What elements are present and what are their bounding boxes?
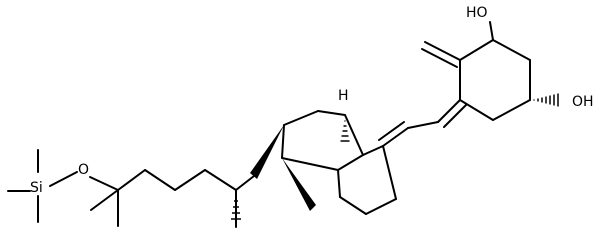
bond-o-si	[49, 171, 78, 187]
bond	[459, 99, 494, 121]
bond	[337, 169, 341, 198]
bond	[437, 99, 461, 123]
bond	[492, 99, 531, 121]
bond	[492, 39, 531, 61]
bond	[90, 189, 119, 211]
bond	[365, 198, 397, 215]
bond	[382, 127, 409, 147]
bond	[283, 110, 319, 126]
side-chain	[89, 169, 255, 228]
a-ring	[459, 39, 531, 121]
bond-to-oh-top	[489, 21, 494, 41]
bond	[378, 121, 405, 141]
bond	[339, 196, 367, 215]
bond	[281, 157, 339, 171]
bond	[281, 124, 285, 159]
bond	[117, 169, 146, 191]
hydroxyl-right-label: OH	[572, 94, 594, 110]
bond	[89, 176, 119, 191]
bond	[407, 121, 439, 129]
bond	[204, 169, 237, 191]
wedge-bond-side-chain	[250, 125, 284, 179]
hashed-bond-side-methyl	[231, 194, 241, 220]
hashed-bond-oh-right	[533, 93, 559, 107]
hashed-bond-ring-h	[340, 120, 350, 142]
bond	[317, 110, 346, 116]
ether-oxygen-label: O	[78, 162, 89, 178]
bond	[382, 145, 397, 200]
bond	[443, 104, 467, 128]
bond	[144, 169, 176, 191]
bond	[337, 154, 364, 171]
exocyclic-methylene	[421, 41, 461, 68]
d-ring	[281, 110, 346, 171]
hydroxyl-top-label: HO	[466, 5, 488, 21]
wedge-bond-methyl	[282, 158, 316, 211]
ring-hydrogen-label: H	[338, 88, 349, 104]
bond	[235, 175, 255, 191]
bond	[362, 145, 384, 156]
bond	[424, 41, 461, 61]
bond	[421, 48, 458, 68]
bond	[174, 169, 206, 191]
bond	[459, 39, 494, 61]
c-ring	[337, 114, 397, 215]
silicon-label: Si	[30, 180, 43, 196]
trimethylsilyl-methyls	[7, 149, 39, 223]
bond	[344, 114, 364, 156]
triene-linker	[378, 99, 467, 147]
